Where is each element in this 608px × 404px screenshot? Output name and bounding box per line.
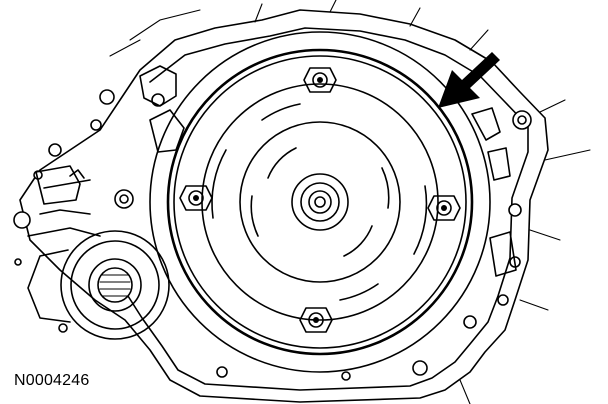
transmission-case (19, 0, 591, 404)
figure-id-label: N0004246 (14, 372, 90, 389)
converter-housing-rim (149, 31, 491, 373)
housing-bosses (13, 65, 532, 381)
stud-nut-right (427, 195, 461, 221)
seal-bearing-housing (27, 230, 170, 340)
arrow-icon (438, 52, 500, 108)
stud-nut-bottom (299, 307, 333, 333)
stud-nut-top (303, 67, 337, 93)
converter-stud-nuts (179, 67, 461, 333)
torque-converter (201, 83, 439, 321)
left-side-fittings (27, 165, 101, 237)
stud-nut-left (179, 185, 213, 211)
